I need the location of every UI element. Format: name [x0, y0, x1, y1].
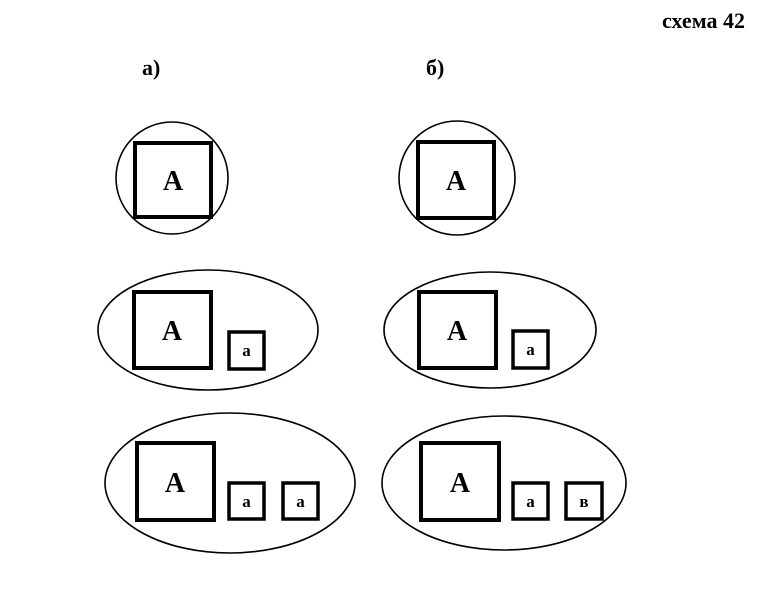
column-b-group-3: А а в	[381, 415, 627, 551]
enclosing-ellipse	[381, 415, 627, 551]
column-b-group-2: А а	[383, 271, 597, 389]
small-box	[511, 329, 550, 370]
column-a-group-1: А	[115, 121, 229, 235]
big-box-label: А	[163, 166, 184, 197]
small-box	[564, 481, 604, 521]
big-box-label: А	[450, 468, 471, 499]
big-box-label: А	[162, 316, 183, 347]
small-box	[281, 481, 320, 521]
small-box-label: а	[242, 341, 251, 360]
small-box	[227, 481, 266, 521]
small-box-label: а	[526, 340, 535, 359]
big-box-label: А	[447, 316, 468, 347]
enclosing-ellipse	[115, 121, 229, 235]
column-a-label: а)	[142, 55, 161, 80]
scheme-title: схема 42	[662, 8, 746, 33]
enclosing-ellipse	[104, 412, 356, 554]
small-box-label: а	[296, 492, 305, 511]
small-box	[227, 330, 266, 371]
big-box	[135, 441, 216, 522]
big-box	[133, 141, 213, 219]
big-box	[419, 441, 501, 522]
enclosing-ellipse	[398, 120, 516, 236]
enclosing-ellipse	[383, 271, 597, 389]
column-a-group-2: А а	[97, 269, 319, 391]
column-b-group-1: А	[398, 120, 516, 236]
big-box	[132, 290, 213, 370]
enclosing-ellipse	[97, 269, 319, 391]
big-box-label: А	[165, 468, 186, 499]
small-box-label: в	[579, 492, 588, 511]
big-box-label: А	[446, 166, 467, 197]
big-box	[416, 140, 496, 220]
small-box-label: а	[526, 492, 535, 511]
small-box	[511, 481, 550, 521]
column-b-label: б)	[426, 55, 445, 80]
big-box	[417, 290, 498, 370]
column-a-group-3: А а а	[104, 412, 356, 554]
small-box-label: а	[242, 492, 251, 511]
